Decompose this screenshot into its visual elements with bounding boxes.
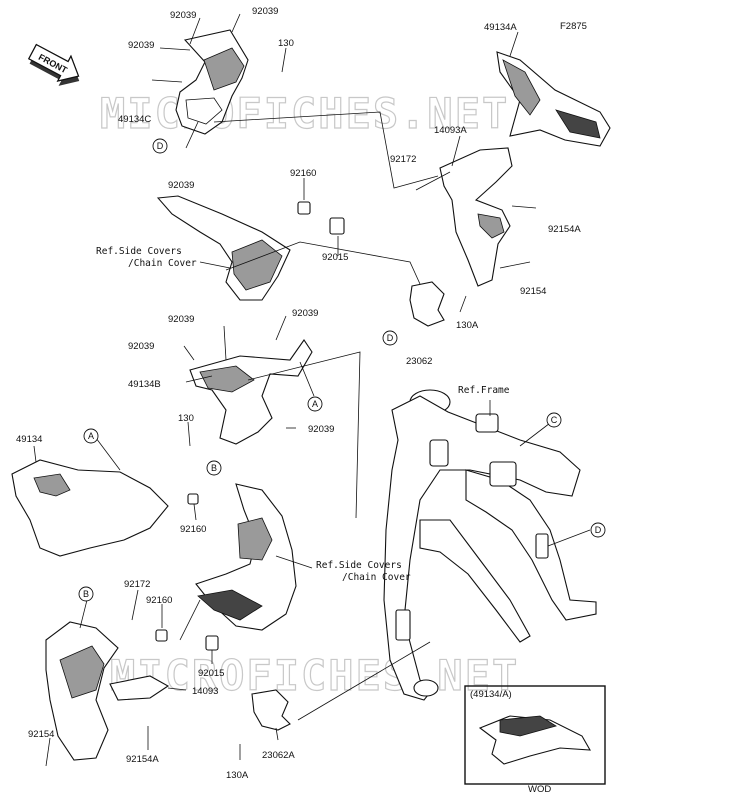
label-49134: 49134 bbox=[16, 434, 42, 445]
inner-cover-upper bbox=[156, 195, 291, 301]
leader-lines bbox=[33, 13, 591, 767]
svg-text:D: D bbox=[595, 525, 602, 535]
label-92160-b: 92160 bbox=[180, 524, 206, 535]
label-130a-a: 130A bbox=[456, 320, 479, 331]
inset-wod: (49134/A) WOD bbox=[464, 685, 606, 795]
label-92160-c: 92160 bbox=[146, 595, 172, 606]
callout-a-mid: A bbox=[307, 396, 323, 412]
label-92039-h: 92039 bbox=[308, 424, 334, 435]
label-92039-a: 92039 bbox=[170, 10, 196, 21]
label-49134a: 49134A bbox=[484, 22, 517, 33]
lower-cowl-left bbox=[45, 621, 119, 761]
label-92172-a: 92172 bbox=[390, 154, 416, 165]
label-92039-g: 92039 bbox=[128, 341, 154, 352]
label-92015-b: 92015 bbox=[198, 668, 224, 679]
ref-side-covers-1-line1: Ref.Side Covers bbox=[96, 246, 182, 257]
label-92154-a: 92154 bbox=[520, 286, 546, 297]
spacer-92015-upper bbox=[329, 217, 345, 235]
svg-text:C: C bbox=[551, 415, 558, 425]
label-23062a: 23062A bbox=[262, 750, 295, 761]
svg-text:A: A bbox=[312, 399, 318, 409]
label-130a-b: 130A bbox=[226, 770, 249, 781]
bracket-23062 bbox=[409, 281, 445, 327]
label-92039-f: 92039 bbox=[292, 308, 318, 319]
bracket-49134c bbox=[175, 29, 249, 135]
ref-frame: Ref.Frame bbox=[458, 385, 510, 396]
label-92160-a: 92160 bbox=[290, 168, 316, 179]
watermark-top: MICROFICHES.NET bbox=[100, 89, 509, 138]
label-92172-b: 92172 bbox=[124, 579, 150, 590]
label-92039-e: 92039 bbox=[168, 314, 194, 325]
watermark-bottom: MICROFICHES.NET bbox=[110, 651, 519, 700]
label-130-a: 130 bbox=[278, 38, 294, 49]
svg-text:A: A bbox=[88, 431, 94, 441]
svg-text:B: B bbox=[211, 463, 217, 473]
bracket-14093a bbox=[439, 147, 513, 287]
svg-text:D: D bbox=[387, 333, 394, 343]
front-arrow-icon: FRONT bbox=[28, 43, 80, 86]
label-92154a-a: 92154A bbox=[548, 224, 581, 235]
spacer-92015-lower bbox=[205, 635, 219, 651]
callout-a-left: A bbox=[83, 428, 99, 444]
label-92154a-b: 92154A bbox=[126, 754, 159, 765]
callout-c-upper: D bbox=[152, 138, 168, 154]
callout-b-lower: B bbox=[78, 586, 94, 602]
label-130-b: 130 bbox=[178, 413, 194, 424]
collar-92160-upper bbox=[297, 201, 311, 215]
label-49134c: 49134C bbox=[118, 114, 151, 125]
ref-side-covers-2-line2: /Chain Cover bbox=[342, 572, 411, 583]
label-92154-b: 92154 bbox=[28, 729, 54, 740]
ref-side-covers-1-line2: /Chain Cover bbox=[128, 258, 197, 269]
inner-panel-center bbox=[195, 483, 297, 631]
svg-text:B: B bbox=[83, 589, 89, 599]
label-23062: 23062 bbox=[406, 356, 432, 367]
cowl-49134a bbox=[496, 51, 611, 147]
label-92039-d: 92039 bbox=[168, 180, 194, 191]
collar-92160-mid bbox=[187, 493, 199, 505]
inset-footer: WOD bbox=[528, 784, 551, 795]
bracket-49134b bbox=[189, 339, 313, 445]
label-49134b: 49134B bbox=[128, 379, 161, 390]
collar-92160-lower bbox=[155, 629, 168, 642]
inset-header: (49134/A) bbox=[470, 689, 512, 700]
label-92039-c: 92039 bbox=[128, 40, 154, 51]
label-92039-b: 92039 bbox=[252, 6, 278, 17]
callout-d-upper: D bbox=[382, 330, 398, 346]
figure-code: F2875 bbox=[560, 21, 587, 32]
label-92015-a: 92015 bbox=[322, 252, 348, 263]
callout-c-frame: C bbox=[546, 412, 562, 428]
callout-b-mid: B bbox=[206, 460, 222, 476]
frame-assembly bbox=[383, 389, 597, 701]
label-14093: 14093 bbox=[192, 686, 218, 697]
callout-d-frame: D bbox=[590, 522, 606, 538]
label-14093a: 14093A bbox=[434, 125, 467, 136]
bracket-23062a bbox=[251, 689, 291, 731]
bracket-14093 bbox=[109, 675, 170, 701]
ref-side-covers-2-line1: Ref.Side Covers bbox=[316, 560, 402, 571]
svg-text:D: D bbox=[157, 141, 164, 151]
cowl-49134 bbox=[11, 459, 169, 557]
